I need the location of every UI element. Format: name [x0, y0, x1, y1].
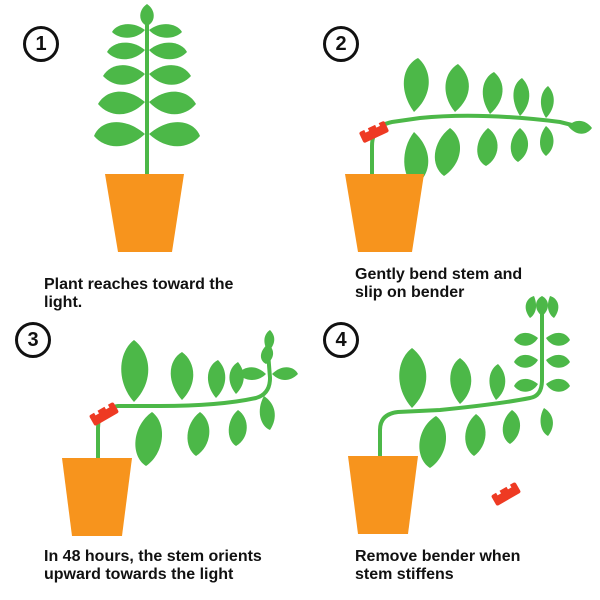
step-1-badge: 1: [23, 26, 59, 62]
leaf: [149, 122, 200, 147]
leaf: [112, 24, 145, 38]
plant-1: [94, 4, 200, 176]
leaf: [525, 296, 537, 318]
leaf: [419, 416, 447, 468]
leaf: [546, 332, 570, 346]
pot-3: [62, 458, 132, 536]
leaf: [434, 128, 461, 176]
leaf: [170, 352, 194, 400]
step-2-badge: 2: [323, 26, 359, 62]
leaf: [149, 42, 187, 60]
leaf: [103, 65, 145, 85]
leaf: [513, 78, 530, 116]
leaf: [540, 86, 554, 118]
bender-2: [359, 120, 389, 143]
step-3-caption-line-2: upward towards the light: [44, 566, 234, 583]
step-3-caption-line-1: In 48 hours, the stem orients: [44, 548, 262, 565]
step-4-caption: Remove bender when stem stiffens: [355, 548, 595, 584]
leaf: [547, 296, 559, 318]
pot-2: [345, 174, 424, 252]
leaf: [98, 91, 145, 115]
leaf: [465, 414, 486, 456]
bender-4: [491, 482, 521, 506]
leaf: [149, 65, 191, 85]
leaf: [489, 364, 506, 400]
step-2-caption: Gently bend stem and slip on bender: [355, 266, 595, 302]
leaf: [450, 358, 472, 404]
pot-1: [105, 174, 184, 252]
leaf: [135, 412, 163, 466]
plant-4: [378, 296, 570, 468]
bender-3: [89, 402, 119, 426]
leaf: [403, 58, 429, 112]
leaf: [568, 120, 592, 134]
leaf: [264, 330, 275, 352]
leaf: [272, 367, 298, 380]
leaf: [238, 367, 266, 380]
leaf: [259, 396, 275, 430]
leaf: [121, 340, 149, 402]
step-1-caption-line-2: light.: [44, 294, 83, 311]
leaf: [94, 122, 145, 147]
leaf: [207, 360, 226, 398]
leaf: [546, 354, 570, 368]
leaf: [107, 42, 145, 60]
leaf: [228, 410, 247, 446]
leaf: [510, 128, 529, 162]
leaf: [514, 354, 538, 368]
step-4-caption-line-2: stem stiffens: [355, 566, 454, 583]
leaf: [540, 126, 554, 156]
leaf: [149, 24, 182, 38]
leaf: [546, 378, 570, 392]
step-4-badge: 4: [323, 322, 359, 358]
pot-4: [348, 456, 418, 534]
step-3-badge: 3: [15, 322, 51, 358]
plant-2: [370, 58, 592, 186]
leaf: [445, 64, 469, 112]
leaf: [514, 332, 538, 346]
leaf: [149, 91, 196, 115]
leaf: [399, 348, 427, 408]
step-2-caption-line-2: slip on bender: [355, 284, 465, 301]
step-2-caption-line-1: Gently bend stem and: [355, 266, 523, 283]
plant-3: [96, 330, 298, 466]
leaf: [140, 4, 154, 26]
leaf: [482, 72, 503, 114]
leaf: [477, 128, 498, 166]
leaf: [502, 410, 521, 444]
leaf: [536, 296, 548, 316]
leaf: [229, 362, 244, 394]
step-3-caption: In 48 hours, the stem orients upward tow…: [44, 548, 324, 584]
step-1-caption-line-1: Plant reaches toward the: [44, 276, 234, 293]
leaf: [540, 408, 553, 436]
leaf: [514, 378, 538, 392]
leaf: [404, 132, 429, 186]
step-4-caption-line-1: Remove bender when: [355, 548, 521, 565]
leaf: [187, 412, 210, 456]
step-1-caption: Plant reaches toward the light.: [44, 276, 284, 312]
